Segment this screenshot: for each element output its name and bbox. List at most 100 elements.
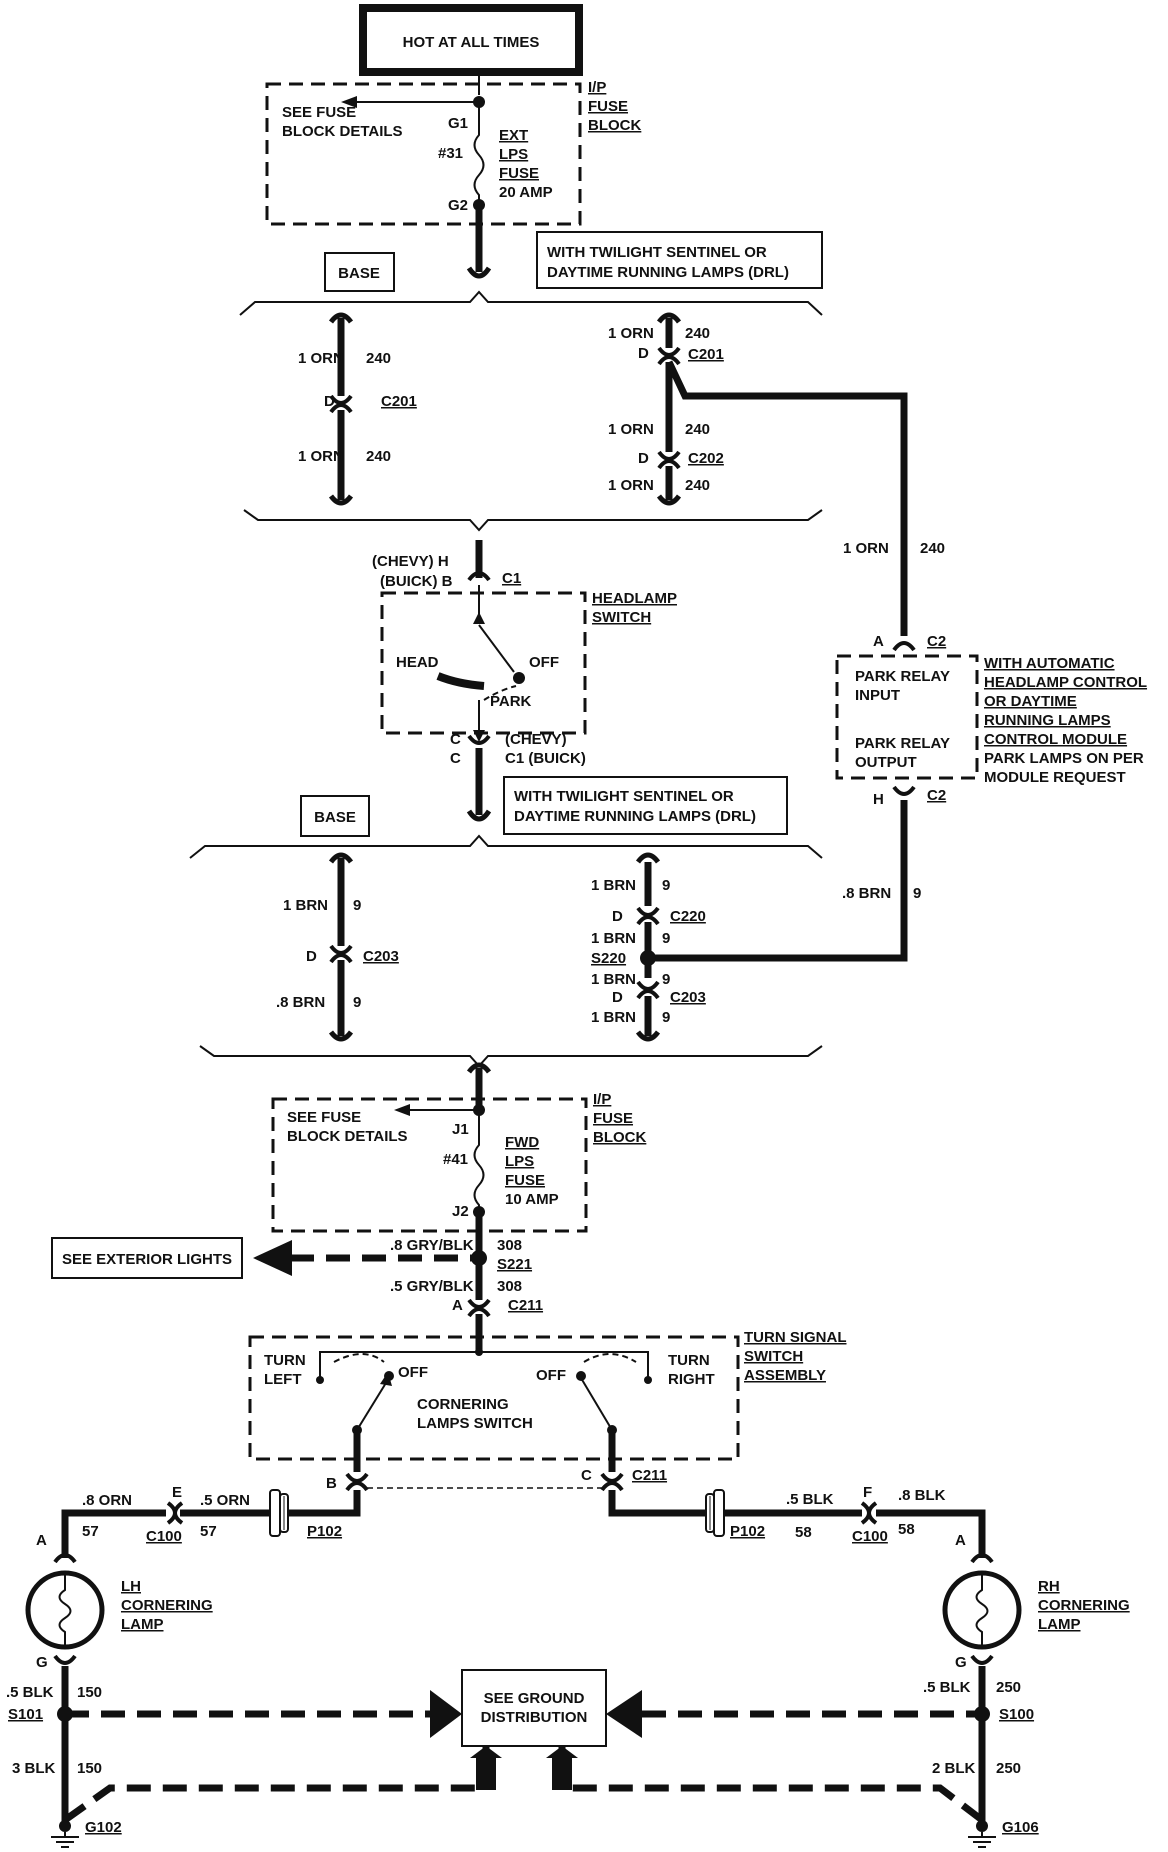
fuse1-see-line2: BLOCK DETAILS <box>282 123 403 140</box>
turn-off-right: OFF <box>536 1367 566 1384</box>
headlamp-c1-top: C1 <box>502 570 521 587</box>
p102-right: P102 <box>730 1523 765 1540</box>
wire-57-b: 57 <box>200 1523 217 1540</box>
wire-150-a: 150 <box>77 1684 102 1701</box>
rh-lamp-3: LAMP <box>1038 1616 1081 1633</box>
fuse2-block-3: BLOCK <box>593 1129 646 1146</box>
turn-right-2: RIGHT <box>668 1371 715 1388</box>
right-blk-wire-1 <box>608 1490 706 1517</box>
fuse1-name-4: 20 AMP <box>499 184 553 201</box>
pin-d-c220: D <box>612 908 623 925</box>
wire-240-e: 240 <box>685 477 710 494</box>
see-exterior-lights-box <box>51 1237 243 1279</box>
splice-s221-label: S221 <box>497 1256 532 1273</box>
wire-5gryblk: .5 GRY/BLK <box>390 1278 474 1295</box>
wire-1brn-e: 1 BRN <box>591 1009 636 1026</box>
fuse1-element <box>473 102 485 205</box>
cornering-blade-right <box>580 1377 613 1431</box>
wire-3blk: 3 BLK <box>12 1760 56 1777</box>
relay-note-1: WITH AUTOMATIC <box>984 655 1115 672</box>
headlamp-c-chevy: (CHEVY) <box>505 731 567 748</box>
wire-150-b: 150 <box>77 1760 102 1777</box>
twilight-2-line1: WITH TWILIGHT SENTINEL OR <box>514 788 734 805</box>
turn-title-3: ASSEMBLY <box>744 1367 826 1384</box>
rh-pin-a: A <box>955 1532 966 1549</box>
fuse1-g2-label: G2 <box>448 197 468 214</box>
conn-c201-a: C201 <box>381 393 417 410</box>
turn-switch-bus <box>319 1351 649 1378</box>
fuse1-block-3: BLOCK <box>588 117 641 134</box>
wire-308-a: 308 <box>497 1237 522 1254</box>
base-box-1 <box>324 252 395 292</box>
turn-left-1: TURN <box>264 1352 306 1369</box>
wire-8blk: .8 BLK <box>898 1487 946 1504</box>
wire-1brn-c: 1 BRN <box>591 930 636 947</box>
wire-250-b: 250 <box>996 1760 1021 1777</box>
conn-c203-b: C203 <box>670 989 706 1006</box>
wire-5blk-left: .5 BLK <box>6 1684 54 1701</box>
lh-lamp-2: CORNERING <box>121 1597 213 1614</box>
wire-1orn-d: 1 ORN <box>608 421 654 438</box>
ground-arrow-bottom-left <box>470 1746 502 1758</box>
wire-240-a: 240 <box>366 350 391 367</box>
wire-5blk-right: .5 BLK <box>786 1491 834 1508</box>
wire-8orn: .8 ORN <box>82 1492 132 1509</box>
fuse2-see-line1: SEE FUSE <box>287 1109 361 1126</box>
fuse2-name-4: 10 AMP <box>505 1191 559 1208</box>
wire-1orn-b: 1 ORN <box>298 448 344 465</box>
wire-9-relay: 9 <box>913 885 921 902</box>
fuse2-block-1: I/P <box>593 1091 611 1108</box>
twilight-1-line1: WITH TWILIGHT SENTINEL OR <box>547 244 767 261</box>
wire-58-a: 58 <box>795 1524 812 1541</box>
p102-left: P102 <box>307 1523 342 1540</box>
headlamp-title-2: SWITCH <box>592 609 651 626</box>
cornering-2: LAMPS SWITCH <box>417 1415 533 1432</box>
pin-d-c203-a: D <box>306 948 317 965</box>
base-label-2: BASE <box>314 809 356 826</box>
pin-d-c202: D <box>638 450 649 467</box>
twilight-1-line2: DAYTIME RUNNING LAMPS (DRL) <box>547 264 789 281</box>
hot-at-all-times-box <box>359 4 583 76</box>
headlamp-title-1: HEADLAMP <box>592 590 677 607</box>
wire-1orn-f: 1 ORN <box>843 540 889 557</box>
pin-d-c201-a: D <box>324 393 335 410</box>
fuse2-name-2: LPS <box>505 1153 534 1170</box>
wire-8brn-relay: .8 BRN <box>842 885 891 902</box>
wire-5blk-right-g: .5 BLK <box>923 1679 971 1696</box>
fuse2-number: #41 <box>443 1151 468 1168</box>
ground-g102-point <box>59 1820 71 1832</box>
fuse1-number: #31 <box>438 145 463 162</box>
park-relay-outline <box>835 654 979 780</box>
ground-g106-label: G106 <box>1002 1819 1039 1836</box>
headlamp-c-2: C <box>450 750 461 767</box>
fuse1-block-2: FUSE <box>588 98 628 115</box>
wire-1orn-c: 1 ORN <box>608 325 654 342</box>
relay-c2-top: C2 <box>927 633 946 650</box>
conn-c100-left: C100 <box>146 1528 182 1545</box>
relay-pin-a: A <box>873 633 884 650</box>
fuse1-name-3: FUSE <box>499 165 539 182</box>
wire-9-c: 9 <box>662 877 670 894</box>
ground-arrow-right <box>606 1690 642 1738</box>
wire-58-b: 58 <box>898 1521 915 1538</box>
pin-b-c211: B <box>326 1475 337 1492</box>
wire-9-e: 9 <box>662 971 670 988</box>
conn-c201-b: C201 <box>688 346 724 363</box>
conn-c220: C220 <box>670 908 706 925</box>
lh-lamp-1: LH <box>121 1578 141 1595</box>
ground-distribution-box <box>461 1669 607 1747</box>
splice-s100-label: S100 <box>999 1706 1034 1723</box>
fuse2-block-2: FUSE <box>593 1110 633 1127</box>
relay-note-6: PARK LAMPS ON PER <box>984 750 1144 767</box>
wire-9-b: 9 <box>353 994 361 1011</box>
fuse2-name-3: FUSE <box>505 1172 545 1189</box>
conn-c211-top: C211 <box>508 1297 543 1314</box>
wire-57-a: 57 <box>82 1523 99 1540</box>
pin-d-c203-b: D <box>612 989 623 1006</box>
base-box-2 <box>300 795 370 837</box>
headlamp-off: OFF <box>529 654 559 671</box>
fuse1-see-line1: SEE FUSE <box>282 104 356 121</box>
headlamp-switch-blade <box>478 624 515 673</box>
headlamp-park: PARK <box>490 693 532 710</box>
